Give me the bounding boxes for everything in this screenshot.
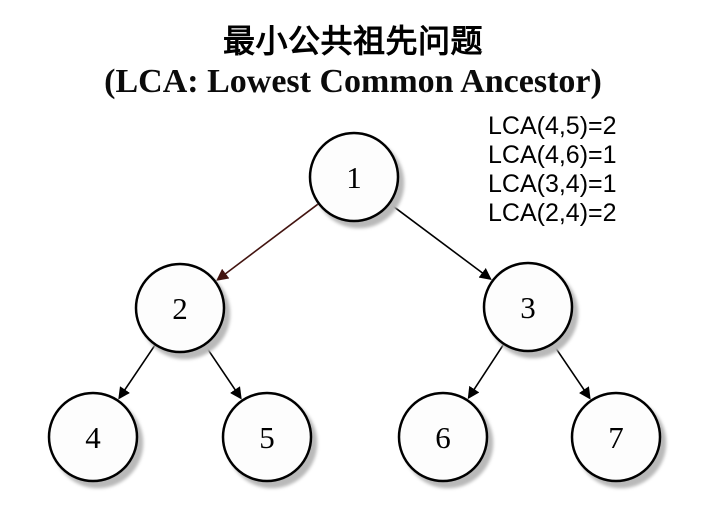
- tree-edge-3-7: [552, 343, 591, 400]
- tree-edge-1-3: [389, 203, 492, 280]
- page-subtitle: (LCA: Lowest Common Ancestor): [104, 63, 602, 100]
- tree-node-circle-7: [570, 391, 662, 483]
- lca-annotation-line-1: LCA(4,5)=2: [488, 112, 617, 140]
- tree-node-label-5: 5: [259, 420, 275, 455]
- tree-edge-3-6: [467, 344, 505, 400]
- tree-node-7: 7: [570, 391, 662, 483]
- tree-node-label-4: 4: [85, 420, 101, 455]
- tree-node-circle-4: [47, 391, 139, 483]
- lca-annotation-line-4: LCA(2,4)=2: [488, 199, 617, 227]
- tree-node-circle-3: [482, 261, 574, 353]
- lca-annotation-line-2: LCA(4,6)=1: [488, 141, 617, 169]
- tree-node-circle-6: [397, 391, 489, 483]
- tree-node-label-3: 3: [520, 290, 536, 325]
- lca-annotation-line-3: LCA(3,4)=1: [488, 170, 617, 198]
- tree-edge-2-5: [204, 344, 242, 400]
- tree-edge-2-4: [118, 344, 156, 400]
- tree-node-circle-1: [308, 131, 400, 223]
- tree-node-label-6: 6: [435, 420, 451, 455]
- tree-node-1: 1: [308, 131, 400, 223]
- tree-node-label-1: 1: [346, 160, 362, 195]
- tree-node-label-2: 2: [172, 291, 188, 326]
- tree-edge-1-2: [216, 203, 319, 281]
- tree-node-label-7: 7: [608, 420, 624, 455]
- tree-node-6: 6: [397, 391, 489, 483]
- tree-node-5: 5: [221, 391, 313, 483]
- tree-node-circle-2: [134, 262, 226, 354]
- tree-node-2: 2: [134, 262, 226, 354]
- tree-node-3: 3: [482, 261, 574, 353]
- lca-annotations: LCA(4,5)=2 LCA(4,6)=1 LCA(3,4)=1 LCA(2,4…: [488, 112, 617, 228]
- tree-node-4: 4: [47, 391, 139, 483]
- tree-node-circle-5: [221, 391, 313, 483]
- page-title: 最小公共祖先问题: [222, 23, 483, 59]
